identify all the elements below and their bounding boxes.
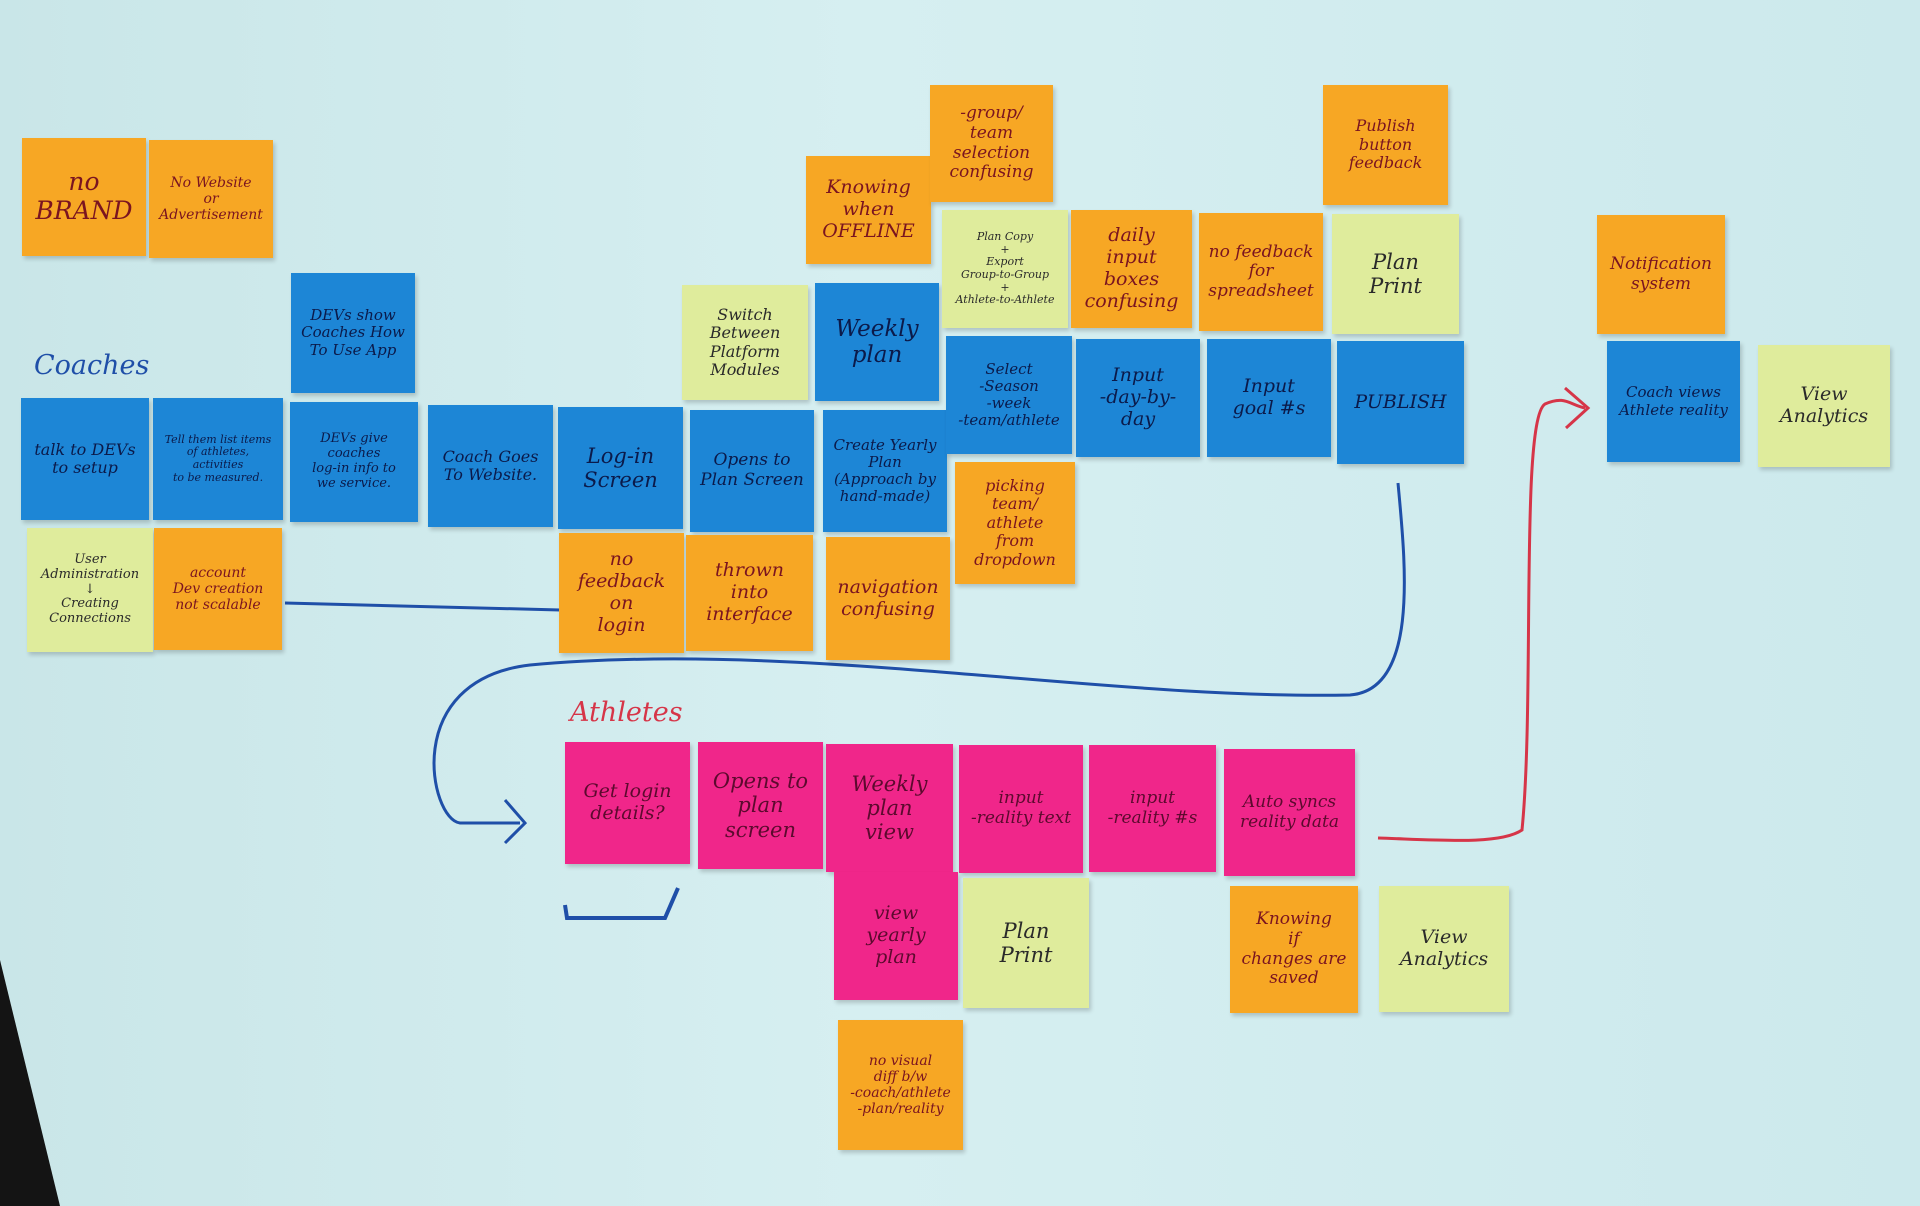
- note-user-administration: User Administration ↓ Creating Connectio…: [27, 528, 153, 652]
- note-view-yearly-plan: view yearly plan: [834, 872, 958, 1000]
- note-no-feedback-spreadsheet: no feedback for spreadsheet: [1199, 213, 1323, 331]
- note-opens-plan-athlete: Opens to plan screen: [698, 742, 823, 869]
- note-thrown-into-interface: thrown into interface: [686, 535, 813, 651]
- note-plan-print-top: Plan Print: [1332, 214, 1459, 334]
- note-no-visual-diff: no visual diff b/w -coach/athlete -plan/…: [838, 1020, 963, 1150]
- note-switch-between-modules: Switch Between Platform Modules: [682, 285, 808, 400]
- note-coach-views-athlete-reality: Coach views Athlete reality: [1607, 341, 1740, 462]
- note-weekly-plan-view: Weekly plan view: [826, 744, 953, 872]
- note-auto-syncs-reality: Auto syncs reality data: [1224, 749, 1355, 876]
- note-dev-account-creation: account Dev creation not scalable: [154, 528, 282, 650]
- note-coach-goes-website: Coach Goes To Website.: [428, 405, 553, 527]
- note-get-login-details: Get login details?: [565, 742, 690, 864]
- note-view-analytics-bottom: View Analytics: [1379, 886, 1509, 1012]
- athletes-label: Athletes: [570, 697, 683, 728]
- note-talk-to-devs: talk to DEVs to setup: [21, 398, 149, 520]
- note-create-yearly-plan: Create Yearly Plan (Approach by hand-mad…: [823, 410, 947, 532]
- note-input-day-by-day: Input -day-by-day: [1076, 339, 1200, 457]
- note-publish: PUBLISH: [1337, 341, 1464, 464]
- note-picking-team-dropdown: picking team/ athlete from dropdown: [955, 462, 1075, 584]
- note-opens-plan-screen: Opens to Plan Screen: [690, 410, 814, 532]
- note-input-goal-numbers: Input goal #s: [1207, 339, 1331, 457]
- note-daily-input-confusing: daily input boxes confusing: [1071, 210, 1192, 328]
- note-knowing-offline: Knowing when OFFLINE: [806, 156, 931, 264]
- note-no-feedback-login: no feedback on login: [559, 533, 684, 653]
- note-login-screen: Log-in Screen: [558, 407, 683, 529]
- note-view-analytics-top: View Analytics: [1758, 345, 1890, 467]
- note-devs-give-login: DEVs give coaches log-in info to we serv…: [290, 402, 418, 522]
- note-no-brand: no BRAND: [22, 138, 146, 256]
- note-input-reality-numbers: input -reality #s: [1089, 745, 1216, 872]
- note-navigation-confusing: navigation confusing: [826, 537, 950, 660]
- coaches-label: Coaches: [34, 350, 150, 381]
- note-knowing-changes-saved: Knowing if changes are saved: [1230, 886, 1358, 1013]
- note-group-team-selection: -group/ team selection confusing: [930, 85, 1053, 202]
- note-select-season-week: Select -Season -week -team/athlete: [946, 336, 1072, 454]
- note-plan-print-bottom: Plan Print: [963, 878, 1089, 1008]
- note-notification-system: Notification system: [1597, 215, 1725, 334]
- note-no-website: No Website or Advertisement: [149, 140, 273, 258]
- note-weekly-plan: Weekly plan: [815, 283, 939, 401]
- note-input-reality-text: input -reality text: [959, 745, 1083, 873]
- note-publish-button-feedback: Publish button feedback: [1323, 85, 1448, 205]
- note-tell-them-list: Tell them list items of athletes, activi…: [153, 398, 283, 520]
- note-plan-copy-export: Plan Copy + Export Group-to-Group + Athl…: [942, 210, 1068, 328]
- note-devs-show-coaches: DEVs show Coaches How To Use App: [291, 273, 415, 393]
